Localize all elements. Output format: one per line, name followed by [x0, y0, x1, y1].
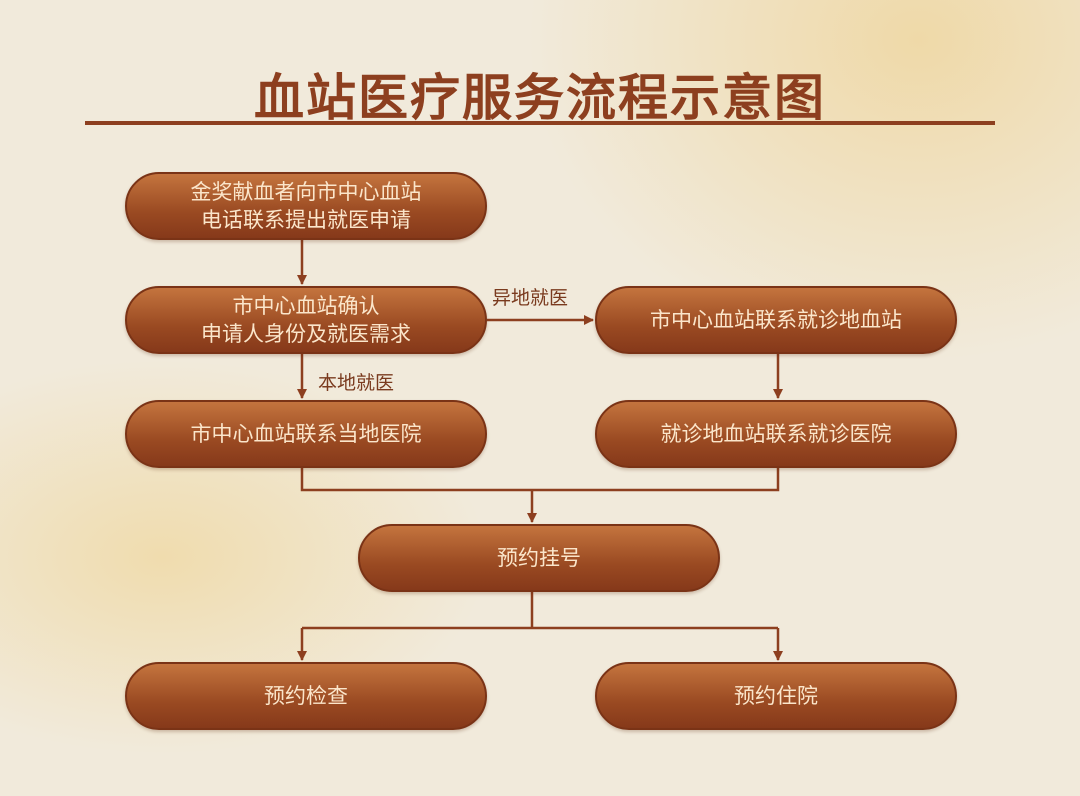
node-register: 预约挂号: [358, 524, 720, 592]
page-title: 血站医疗服务流程示意图: [254, 68, 826, 127]
node-text: 电话联系提出就医申请: [201, 208, 411, 232]
merge-line: [300, 468, 780, 492]
node-hospitalize: 预约住院: [595, 662, 957, 730]
node-apply: 金奖献血者向市中心血站电话联系提出就医申请: [125, 172, 487, 240]
node-text: 金奖献血者向市中心血站: [190, 180, 422, 204]
node-contact-remote-station: 市中心血站联系就诊地血站: [595, 286, 957, 354]
node-contact-local-hospital: 市中心血站联系当地医院: [125, 400, 487, 468]
title-divider: [85, 121, 995, 125]
node-text: 市中心血站确认: [232, 294, 380, 318]
edge-label-local: 本地就医: [318, 372, 395, 394]
node-remote-station-contact-hospital: 就诊地血站联系就诊医院: [595, 400, 957, 468]
node-text: 申请人身份及就医需求: [201, 322, 411, 346]
node-confirm: 市中心血站确认申请人身份及就医需求: [125, 286, 487, 354]
edge-label-remote: 异地就医: [492, 287, 569, 309]
node-exam: 预约检查: [125, 662, 487, 730]
